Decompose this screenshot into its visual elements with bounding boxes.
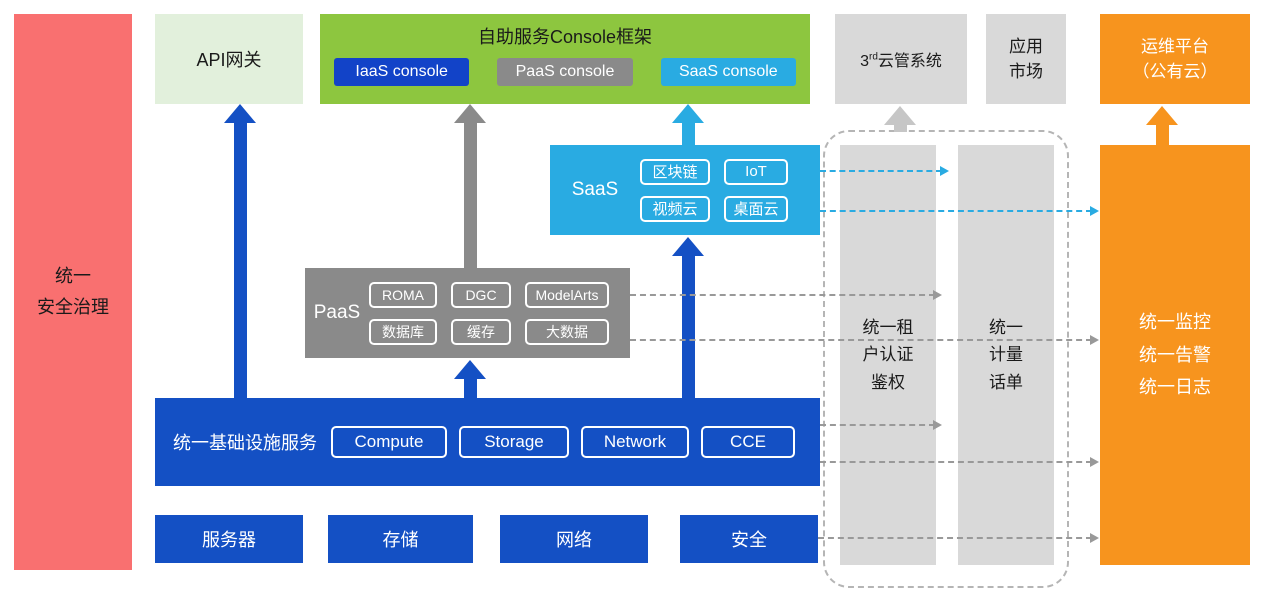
infrastructure-label: 统一基础设施服务 (173, 433, 317, 453)
security-governance-bar: 统一 安全治理 (14, 14, 132, 570)
third-party-cloud-box: 3rd云管系统 (835, 14, 967, 104)
connector-paas-to-auth-head (933, 290, 942, 300)
paas-label: PaaS (313, 302, 361, 323)
infra-item-network: Network (581, 426, 689, 458)
resource-box-server: 服务器 (155, 515, 303, 563)
metering-bar: 统一 计量 话单 (958, 145, 1054, 565)
connector-paas-to-monitoring-line (630, 339, 1092, 341)
connector-infra-to-auth-line (820, 424, 935, 426)
resource-box-security: 安全 (680, 515, 818, 563)
paas-items-grid: ROMA DGC ModelArts 数据库 缓存 大数据 (369, 281, 609, 345)
paas-item-roma: ROMA (369, 281, 437, 308)
app-market-label: 应用 市场 (1009, 36, 1043, 82)
connector-paas-to-auth-line (630, 294, 935, 296)
saas-item-blockchain: 区块链 (640, 158, 710, 185)
saas-console-button: SaaS console (660, 58, 796, 86)
connector-infra-to-auth-head (933, 420, 942, 430)
security-governance-label: 统一 安全治理 (37, 266, 109, 317)
arrow-monitoring-to-om-shaft (1156, 123, 1169, 145)
paas-console-button: PaaS console (497, 58, 633, 86)
paas-item-modelarts: ModelArts (525, 281, 609, 308)
connector-infra-to-monitoring-head (1090, 457, 1099, 467)
arrow-shared-to-thirdparty-shaft (894, 123, 907, 132)
connector-saas-to-monitoring-line (820, 210, 1092, 212)
saas-item-desktop-cloud: 桌面云 (724, 195, 788, 222)
saas-box: SaaS 区块链 IoT 视频云 桌面云 (550, 145, 820, 235)
infra-item-cce: CCE (701, 426, 795, 458)
infra-item-storage: Storage (459, 426, 569, 458)
console-framework-box: 自助服务Console框架 IaaS console PaaS console … (320, 14, 810, 104)
infrastructure-box: 统一基础设施服务 Compute Storage Network CCE (155, 398, 820, 486)
paas-item-bigdata: 大数据 (525, 318, 609, 345)
app-market-box: 应用 市场 (986, 14, 1066, 104)
arrow-infra-to-paas-head (454, 360, 486, 379)
metering-label: 统一 计量 话单 (989, 318, 1023, 392)
arrow-infra-to-api-shaft (234, 121, 247, 398)
tenant-auth-bar: 统一租 户认证 鉴权 (840, 145, 936, 565)
monitoring-bar: 统一监控 统一告警 统一日志 (1100, 145, 1250, 565)
third-party-sup: rd (868, 51, 878, 63)
paas-item-cache: 缓存 (451, 318, 511, 345)
third-party-suffix: 云管系统 (877, 53, 942, 70)
arrow-saas-to-console-shaft (682, 121, 695, 145)
om-platform-label: 运维平台 （公有云） (1132, 36, 1218, 82)
arrow-infra-to-api-head (224, 104, 256, 123)
saas-item-video-cloud: 视频云 (640, 195, 710, 222)
api-gateway-box: API网关 (155, 14, 303, 104)
tenant-auth-label: 统一租 户认证 鉴权 (862, 318, 914, 392)
connector-infra-to-monitoring-line (820, 461, 1092, 463)
console-framework-title: 自助服务Console框架 (477, 27, 653, 47)
arrow-infra-to-saas-shaft (682, 254, 695, 398)
arrow-infra-to-paas-shaft (464, 377, 477, 398)
connector-saas-to-monitoring-head (1090, 206, 1099, 216)
arrow-paas-to-console-head (454, 104, 486, 123)
connector-paas-to-monitoring-head (1090, 335, 1099, 345)
console-buttons-row: IaaS console PaaS console SaaS console (320, 58, 810, 86)
arrow-infra-to-saas-head (672, 237, 704, 256)
connector-security-to-monitoring-line (818, 537, 1092, 539)
paas-item-database: 数据库 (369, 318, 437, 345)
resource-box-network: 网络 (500, 515, 648, 563)
third-party-cloud-label: 3rd云管系统 (860, 47, 942, 71)
paas-item-dgc: DGC (451, 281, 511, 308)
monitoring-label: 统一监控 统一告警 统一日志 (1139, 312, 1211, 398)
connector-security-to-monitoring-head (1090, 533, 1099, 543)
third-party-prefix: 3 (860, 53, 869, 70)
api-gateway-label: API网关 (196, 50, 262, 70)
paas-box: PaaS ROMA DGC ModelArts 数据库 缓存 大数据 (305, 268, 630, 358)
om-platform-box: 运维平台 （公有云） (1100, 14, 1250, 104)
resource-box-storage: 存储 (328, 515, 473, 563)
infra-item-compute: Compute (331, 426, 447, 458)
connector-saas-to-auth-line (820, 170, 942, 172)
shared-services-container (823, 130, 1069, 588)
arrow-saas-to-console-head (672, 104, 704, 123)
arrow-paas-to-console-shaft (464, 121, 477, 268)
saas-items-grid: 区块链 IoT 视频云 桌面云 (640, 158, 788, 222)
arrow-monitoring-to-om-head (1146, 106, 1178, 125)
saas-item-iot: IoT (724, 158, 788, 185)
arrow-shared-to-thirdparty-head (884, 106, 916, 125)
connector-saas-to-auth-head (940, 166, 949, 176)
saas-label: SaaS (571, 179, 619, 200)
iaas-console-button: IaaS console (334, 58, 470, 86)
